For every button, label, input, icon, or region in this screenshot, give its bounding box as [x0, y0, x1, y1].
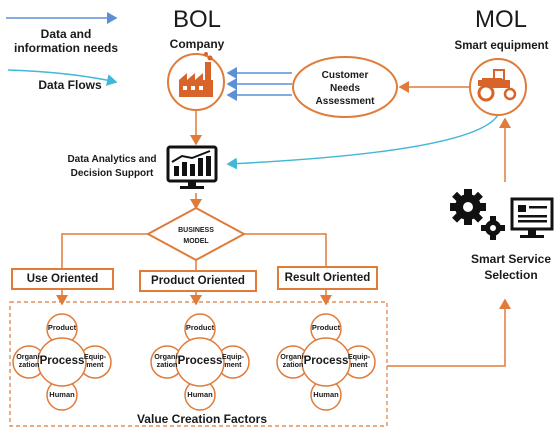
factor-label-center: Process: [39, 355, 85, 367]
bol-title: BOL: [172, 6, 222, 33]
legend-data-flows-label: Data Flows: [38, 78, 102, 92]
factors-to-service-arrow: [387, 298, 511, 367]
process-circle: [37, 337, 87, 387]
factor-label-bottom: Human: [187, 390, 213, 399]
use-oriented-box: Use Oriented: [11, 268, 114, 290]
factor-label-right: Equip-ment: [83, 352, 107, 369]
legend-info-needs-label: Data and information needs: [14, 27, 119, 55]
factor-label-bottom: Human: [313, 390, 339, 399]
product-oriented-box: Product Oriented: [139, 270, 257, 292]
factor-label-left: Organi-zation: [154, 352, 180, 369]
process-circle: [175, 337, 225, 387]
factor-label-center: Process: [303, 355, 349, 367]
analytics-label: Data Analytics and Decision Support: [67, 154, 157, 179]
tractor-icon: [477, 69, 517, 102]
legend-flow-arrow: [7, 69, 118, 86]
equipment-node: [469, 58, 527, 116]
process-circle: [301, 337, 351, 387]
company-node: [167, 52, 225, 111]
gears-monitor-icon: [450, 189, 554, 240]
bol-subtitle: Company: [169, 37, 225, 51]
factor-label-top: Product: [47, 323, 77, 332]
smart-service-label: Smart Service Selection: [470, 252, 552, 282]
factor-label-top: Product: [311, 323, 341, 332]
process-clusters: [12, 313, 376, 411]
factor-label-left: Organi-zation: [16, 352, 42, 369]
branch-right: [244, 233, 327, 266]
customer-needs-node: [292, 56, 398, 118]
factor-label-right: Equip-ment: [347, 352, 371, 369]
business-model-label: BUSINESS MODEL: [178, 227, 214, 245]
branch-left: [61, 233, 148, 268]
value-creation-region: [9, 301, 388, 427]
mol-to-analytics-flow: [226, 114, 499, 170]
factory-icon: [179, 52, 213, 97]
mol-title: MOL: [474, 6, 527, 33]
factor-label-center: Process: [177, 355, 223, 367]
factor-label-left: Organi-zation: [280, 352, 306, 369]
result-oriented-box: Result Oriented: [277, 266, 378, 290]
monitor-chart-icon: [166, 145, 218, 189]
customer-needs-label: Customer Needs Assessment: [315, 70, 375, 107]
factor-label-top: Product: [185, 323, 215, 332]
value-creation-label: Value Creation Factors: [136, 412, 268, 426]
factor-label-right: Equip-ment: [221, 352, 245, 369]
factor-label-bottom: Human: [49, 390, 75, 399]
mol-subtitle: Smart equipment: [454, 40, 549, 52]
